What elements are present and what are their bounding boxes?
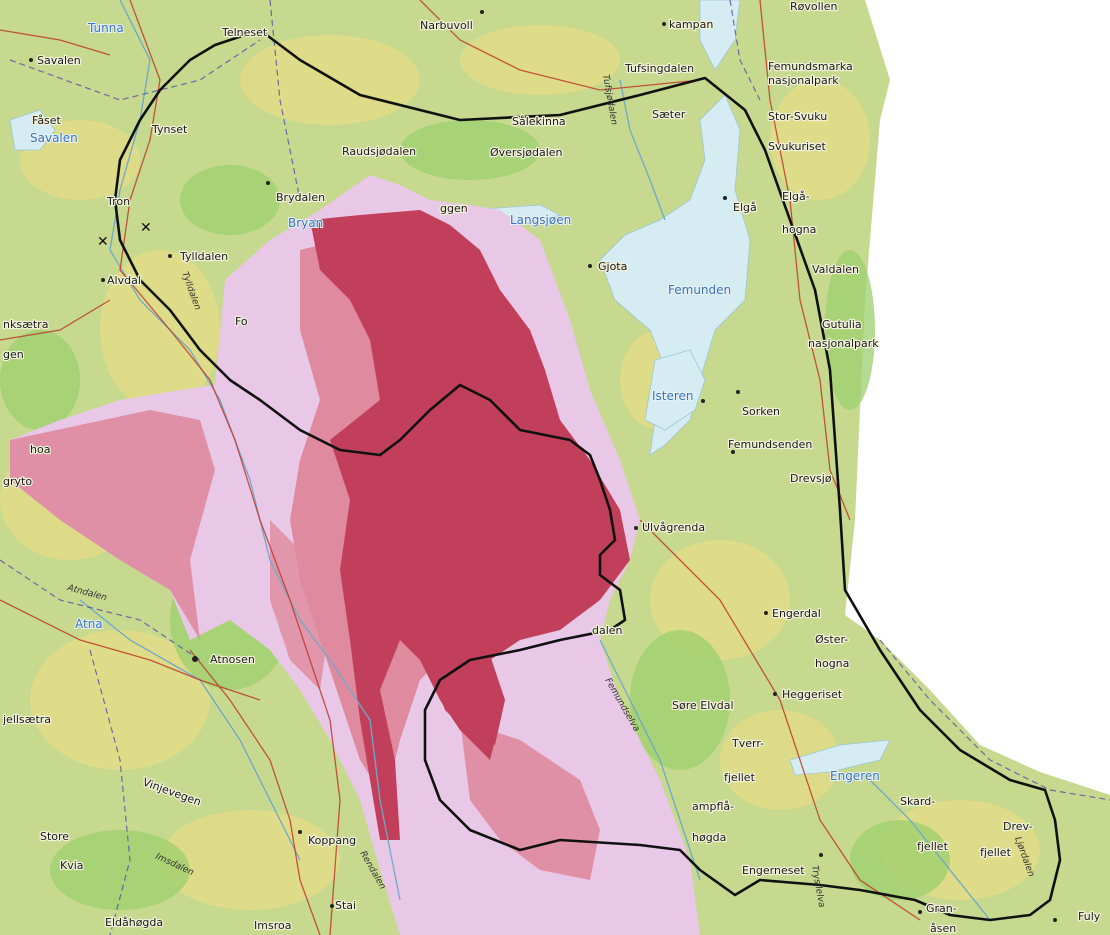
label-svukuriset: Svukuriset [768, 140, 827, 153]
label-tron: Tron [106, 195, 130, 208]
mine-symbols: ✕✕ [97, 220, 152, 250]
impact-area-outline [113, 28, 1062, 922]
roads [0, 0, 921, 935]
label-gran: Gran- [926, 902, 957, 915]
label-stai: Stai [335, 899, 356, 912]
label-ampfla: ampflå- [692, 800, 734, 813]
svg-text:✕: ✕ [97, 234, 109, 250]
zone-dark [310, 210, 630, 840]
label-stor-svuku: Stor-Svuku [768, 110, 827, 123]
label-alvdal: Alvdal [107, 274, 141, 287]
zone-medium-west [10, 410, 215, 640]
label-skard-fjellet: fjellet [917, 840, 949, 853]
lake-north [699, 0, 741, 71]
label-narbuvoll: Narbuvoll [420, 19, 473, 32]
label-brydalen: Brydalen [276, 191, 325, 204]
label-gutulia-np: nasjonalpark [808, 337, 879, 350]
label-ggen: ggen [440, 202, 468, 215]
label-langsjoen: Langsjøen [510, 213, 571, 227]
label-eldahogda: Eldåhøgda [105, 916, 163, 929]
label-sore-elvdal: Søre Elvdal [672, 699, 734, 712]
label-salekinna: Sålekinna [512, 115, 566, 128]
water-bodies [9, 0, 891, 776]
label-valdalen: Valdalen [812, 263, 859, 276]
label-ampfla-hogda: høgda [692, 831, 726, 844]
label-elga-hogna-2: hogna [782, 223, 816, 236]
label-jellsaetra: jellsætra [2, 713, 51, 726]
label-oster-hogna: hogna [815, 657, 849, 670]
label-tylldalen: Tylldalen [179, 250, 228, 263]
label-saeter: Sæter [652, 108, 686, 121]
label-femundsmarka-np: nasjonalpark [768, 74, 839, 87]
label-elga: Elgå [733, 201, 757, 214]
label-femundsmarka: Femundsmarka [768, 60, 853, 73]
label-bryan: Bryan [288, 216, 323, 230]
svg-text:✕: ✕ [140, 220, 152, 236]
label-drev-fjellet: fjellet [980, 846, 1012, 859]
label-fo: Fo [235, 315, 248, 328]
label-femundsenden: Femundsenden [728, 438, 812, 451]
label-gjota: Gjota [598, 260, 627, 273]
zone-dark-south [430, 655, 505, 745]
label-oversjodalen: Øversjødalen [490, 146, 563, 159]
label-dalen: dalen [592, 624, 623, 637]
label-engeren: Engeren [830, 769, 880, 783]
lake-isteren [644, 349, 706, 431]
label-engerdal: Engerdal [772, 607, 821, 620]
label-gran-asen: åsen [930, 922, 956, 935]
label-hoa: hoa [30, 443, 50, 456]
planning-zones [10, 175, 700, 935]
label-femunden: Femunden [668, 283, 731, 297]
label-gen: gen [3, 348, 24, 361]
label-heggeriset: Heggeriset [782, 688, 843, 701]
label-sorken: Sorken [742, 405, 780, 418]
label-skard: Skard- [900, 795, 935, 808]
label-oster: Øster- [815, 633, 848, 646]
label-drev: Drev- [1003, 820, 1033, 833]
label-koppang: Koppang [308, 834, 356, 847]
label-gryto: gryto [3, 475, 32, 488]
zone-medium-sw [270, 520, 330, 690]
label-raudsjodalen: Raudsjødalen [342, 145, 416, 158]
label-atnosen: Atnosen [210, 653, 255, 666]
label-tverr: Tverr- [731, 737, 764, 750]
label-engerneset: Engerneset [742, 864, 805, 877]
lake-savalen [9, 109, 56, 151]
label-isteren: Isteren [652, 389, 694, 403]
label-gutulia: Gutulia [822, 318, 862, 331]
label-tufsingdalen: Tufsingdalen [624, 62, 694, 75]
label-store: Store [40, 830, 69, 843]
label-kampan: kampan [669, 18, 713, 31]
label-drevsjo: Drevsjø [790, 472, 832, 485]
label-savalen-lake: Savalen [30, 131, 78, 145]
label-tunna: Tunna [87, 21, 124, 35]
lake-femunden [599, 94, 751, 456]
label-kvia: Kvia [60, 859, 84, 872]
label-rovollen: Røvollen [790, 0, 837, 13]
label-imsroa: Imsroa [254, 919, 291, 932]
label-nksaetra: nksætra [3, 318, 48, 331]
label-faset: Fåset [32, 114, 62, 127]
place-markers [29, 10, 1057, 922]
label-tynset: Tynset [151, 123, 188, 136]
label-savalen: Savalen [37, 54, 81, 67]
label-fuly: Fuly [1078, 910, 1101, 923]
label-tverr-fjellet: fjellet [724, 771, 756, 784]
label-elga-hogna-1: Elgå- [782, 190, 810, 203]
label-atna: Atna [75, 617, 103, 631]
label-telneset: Telneset [221, 26, 268, 39]
lake-engeren [789, 739, 891, 776]
outside-map-area [845, 0, 1110, 795]
label-ulvagrenda: Ulvågrenda [642, 521, 705, 534]
rivers [79, 0, 991, 921]
